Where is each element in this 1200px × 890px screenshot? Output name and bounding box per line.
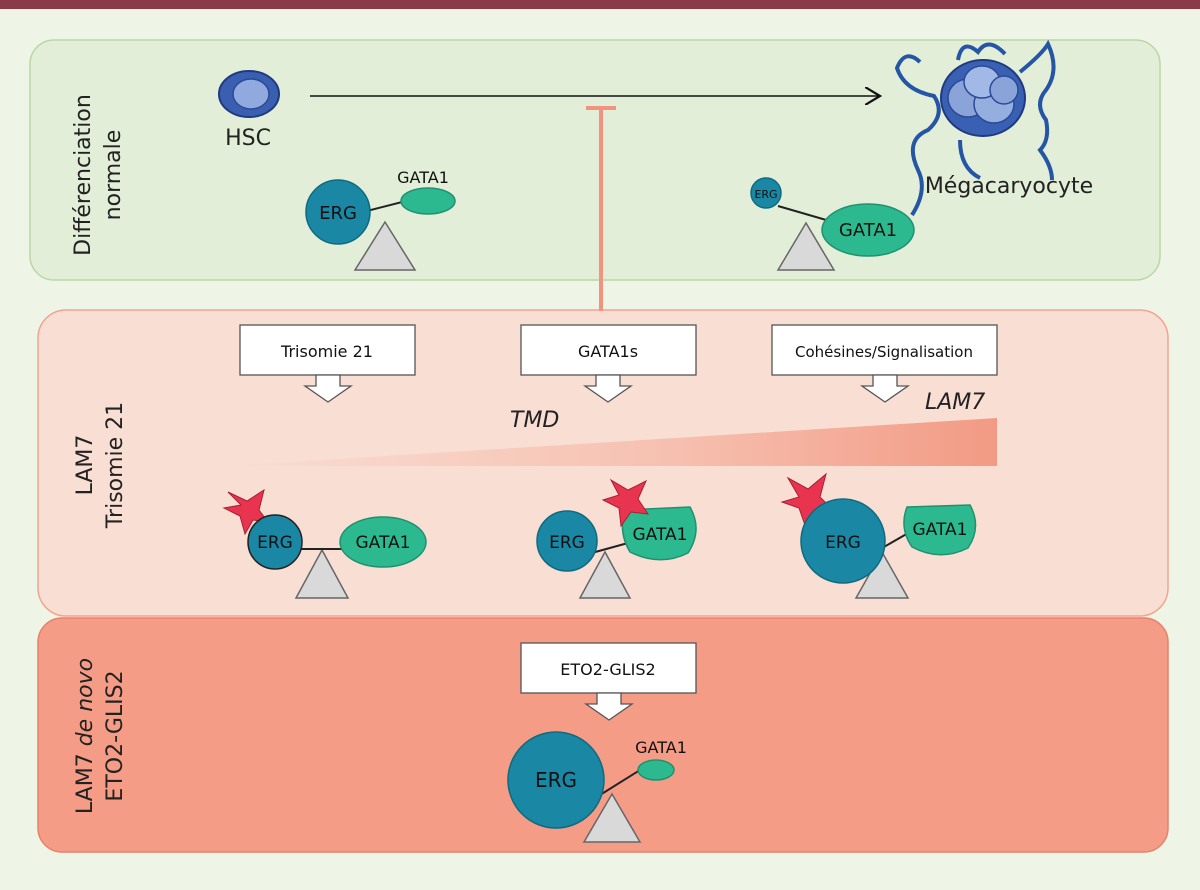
erg-label: ERG — [319, 203, 357, 224]
mutation-star-icon — [601, 478, 650, 528]
gata1s-protein — [621, 506, 697, 561]
progression-wedge — [225, 418, 997, 466]
gata1s-protein — [903, 504, 977, 556]
panel-t21-label-2: Trisomie 21 — [103, 402, 128, 529]
panel-denovo-label-1: LAM7 de novo — [73, 658, 98, 814]
cohesines-box-arrow: Cohésines/Signalisation — [771, 324, 998, 403]
panel-t21-label-1: LAM7 — [73, 435, 98, 496]
tmd-label: TMD — [510, 408, 559, 433]
gata1-protein — [821, 203, 915, 257]
gata1-protein — [339, 516, 427, 568]
inhibition-line — [586, 106, 616, 311]
gata1s-label: GATA1s — [578, 342, 638, 361]
cohesines-label: Cohésines/Signalisation — [795, 343, 973, 361]
erg-protein — [800, 498, 886, 584]
balance-t21-2: ERG GATA1 — [536, 478, 697, 599]
erg-label: ERG — [549, 533, 585, 553]
gata1-protein — [637, 759, 675, 781]
lam7-progression-label: LAM7 — [925, 390, 985, 415]
erg-protein — [247, 514, 303, 570]
erg-protein — [536, 510, 598, 572]
gata1-label: GATA1 — [839, 220, 897, 241]
trisomie-label: Trisomie 21 — [280, 342, 373, 361]
gata1-label: GATA1 — [913, 520, 968, 540]
panel-lam7-denovo — [37, 617, 1169, 853]
erg-protein — [305, 179, 371, 245]
balance-denovo: ERG GATA1 — [507, 731, 687, 843]
eto2-label: ETO2-GLIS2 — [560, 660, 655, 679]
gata1s-box-arrow: GATA1s — [520, 324, 697, 403]
megakaryocyte-icon — [894, 39, 1056, 217]
panel-denovo-label-2: ETO2-GLIS2 — [103, 670, 128, 801]
hsc-label: HSC — [225, 126, 271, 151]
trisomie-box-arrow: Trisomie 21 — [239, 324, 416, 403]
erg-protein — [750, 177, 782, 209]
eto2-box-arrow: ETO2-GLIS2 — [520, 642, 697, 721]
panel-normal-label-2: normale — [101, 130, 126, 221]
panel-normal-label-1: Différenciation — [71, 94, 96, 256]
gata1-label: GATA1 — [397, 168, 449, 187]
megakaryocyte-label: Mégacaryocyte — [925, 174, 1093, 199]
balance-normal-1: ERG GATA1 — [305, 168, 456, 271]
gata1-label: GATA1 — [635, 738, 687, 757]
header-bar — [0, 0, 1200, 9]
mutation-star-icon — [222, 488, 270, 536]
balance-t21-3: ERG GATA1 — [780, 472, 977, 599]
hsc-cell-icon — [218, 70, 280, 118]
erg-protein — [507, 731, 605, 829]
gata1-label: GATA1 — [356, 533, 411, 553]
gata1-protein — [400, 187, 456, 215]
erg-label: ERG — [257, 533, 293, 553]
gata1-label: GATA1 — [633, 525, 688, 545]
erg-label: ERG — [754, 188, 777, 201]
balance-normal-2: ERG GATA1 — [750, 177, 915, 271]
erg-label: ERG — [535, 768, 577, 792]
balance-t21-1: ERG GATA1 — [222, 488, 427, 599]
erg-label: ERG — [825, 533, 861, 553]
